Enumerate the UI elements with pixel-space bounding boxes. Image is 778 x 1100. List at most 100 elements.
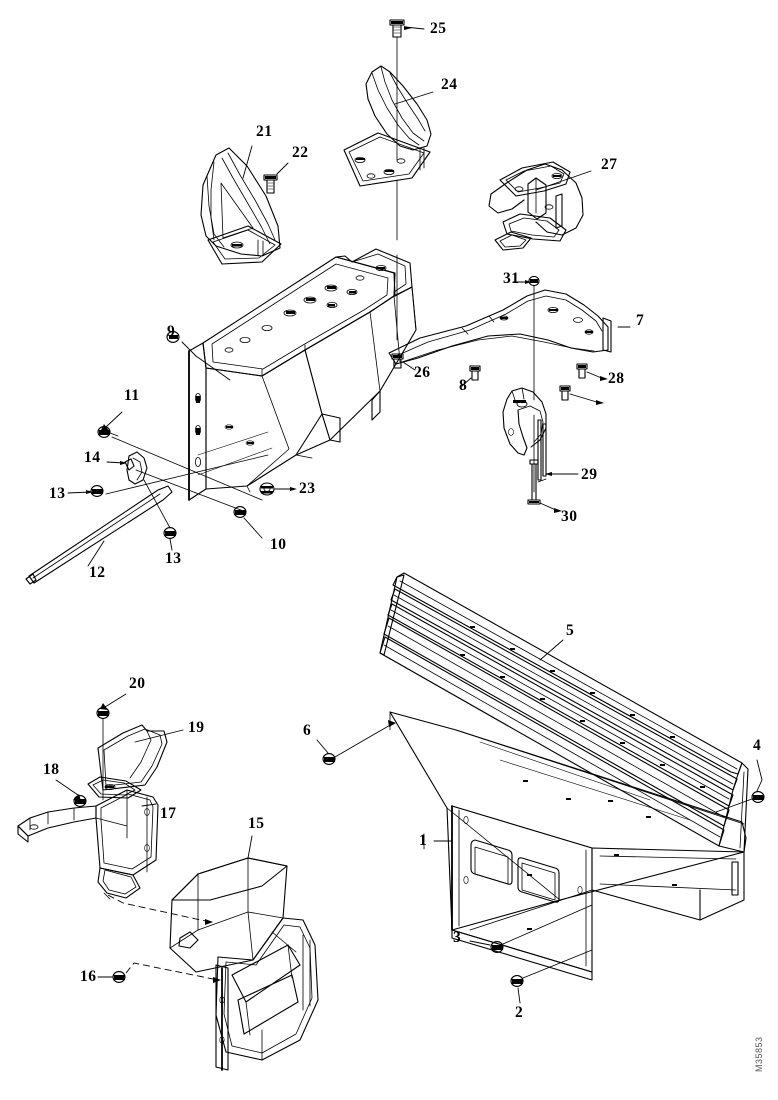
part-30-pin	[527, 459, 541, 505]
leader-21	[242, 145, 253, 179]
callout-12: 12	[89, 564, 106, 581]
part-28-bolt-upper-right	[559, 385, 571, 401]
callout-15: 15	[248, 815, 265, 832]
part-9-main-frame	[188, 248, 417, 501]
part-8-bolt-left	[469, 365, 481, 381]
part-24-support-bracket	[343, 65, 432, 187]
part-7-side-arm	[388, 289, 612, 365]
part-10-bolt	[233, 506, 247, 518]
callout-9: 9	[167, 323, 175, 340]
leader-26	[402, 361, 416, 371]
leader-20	[104, 693, 127, 708]
callout-18: 18	[43, 761, 60, 778]
part-3-bolt	[490, 941, 504, 953]
callout-26: 26	[414, 364, 431, 381]
leader-24	[394, 91, 434, 105]
part-11-bolt	[97, 426, 119, 438]
callout-8: 8	[459, 377, 467, 394]
callout-10: 10	[270, 536, 287, 553]
leader-18	[55, 779, 79, 796]
part-19-cover-plate	[87, 724, 168, 799]
path-tick-a	[103, 892, 111, 900]
leader-19	[134, 729, 184, 743]
leader-4	[756, 759, 763, 792]
leader-15	[247, 835, 253, 859]
leader-6	[316, 739, 329, 754]
callout-14: 14	[84, 449, 101, 466]
part-4-bolt	[751, 791, 765, 803]
callout-4: 4	[753, 737, 761, 754]
callout-21: 21	[256, 123, 273, 140]
callout-11: 11	[124, 387, 140, 404]
leader-22	[276, 162, 289, 175]
callout-6: 6	[303, 722, 311, 739]
rod-diagonal-c	[135, 469, 247, 513]
part-23-nut	[259, 482, 275, 496]
drawing-code-watermark: M35853	[754, 1036, 764, 1072]
leader-9-dot	[166, 331, 180, 343]
part-14-clamp	[124, 451, 148, 485]
leader-5	[539, 639, 564, 661]
part-17-support-arm	[17, 789, 159, 899]
callout-22: 22	[292, 144, 309, 161]
callout-31: 31	[503, 270, 520, 287]
leader-3	[469, 940, 491, 946]
callout-17: 17	[160, 805, 177, 822]
callout-5: 5	[566, 622, 574, 639]
part-28-bolt-right	[576, 363, 588, 379]
callout-24: 24	[441, 76, 458, 93]
leader-28-lower	[569, 393, 601, 404]
callout-30: 30	[561, 508, 578, 525]
leader-12	[87, 540, 105, 567]
rod-diagonal-a	[111, 436, 263, 501]
rod-hatch	[197, 431, 273, 476]
part-13-bolt-lower	[163, 527, 177, 539]
leader-27	[535, 170, 592, 191]
leader-2-to-panel	[522, 949, 593, 979]
leader-6-to-panel	[334, 723, 393, 758]
part-5-top-rail	[379, 572, 749, 853]
part-13-bolt-upper	[90, 485, 104, 497]
callout-16: 16	[80, 968, 97, 985]
leader-10	[243, 517, 263, 539]
callout-13-b: 13	[165, 550, 182, 567]
part-22-bolt	[263, 174, 278, 194]
callout-27: 27	[601, 156, 618, 173]
part-21-triangular-bracket	[200, 147, 282, 265]
callout-1: 1	[419, 832, 427, 849]
callout-25: 25	[430, 20, 447, 37]
callout-19: 19	[188, 719, 205, 736]
callout-13-a: 13	[49, 485, 66, 502]
leader-3-to-panel	[502, 904, 593, 945]
leader-17	[141, 803, 157, 807]
part-1-end-panel	[389, 711, 747, 981]
rod-diagonal-b	[105, 454, 269, 495]
part-15-shroud-panel	[169, 857, 319, 1071]
part-6-bolt	[322, 753, 336, 765]
leader-4-to-rail	[715, 798, 753, 813]
part-27-mounting-bracket	[488, 161, 584, 251]
leader-13-lower	[169, 538, 173, 551]
part-31-nut	[528, 275, 540, 287]
assembly-path-17-15	[107, 894, 211, 923]
callout-20: 20	[129, 675, 146, 692]
part-26-bolt	[391, 353, 404, 369]
leader-11	[105, 411, 123, 428]
part-29-latch	[502, 387, 547, 483]
part-16-bolt	[112, 971, 126, 983]
callout-28-a: 28	[608, 370, 625, 387]
assembly-path-16	[125, 962, 219, 981]
part-2-bolt	[510, 975, 524, 987]
callout-29: 29	[581, 466, 598, 483]
leader-8	[461, 377, 472, 387]
callout-23: 23	[299, 480, 316, 497]
callout-labels: 25 24 21 22 27 31 7 9 26 8 28 11 14 13 2…	[43, 20, 761, 1021]
callout-7: 7	[636, 312, 644, 329]
callout-2: 2	[515, 1004, 523, 1021]
leader-9	[181, 341, 231, 381]
part-25-bolt	[389, 19, 405, 38]
part-12-rod	[25, 485, 173, 585]
leader-2	[517, 987, 521, 1004]
